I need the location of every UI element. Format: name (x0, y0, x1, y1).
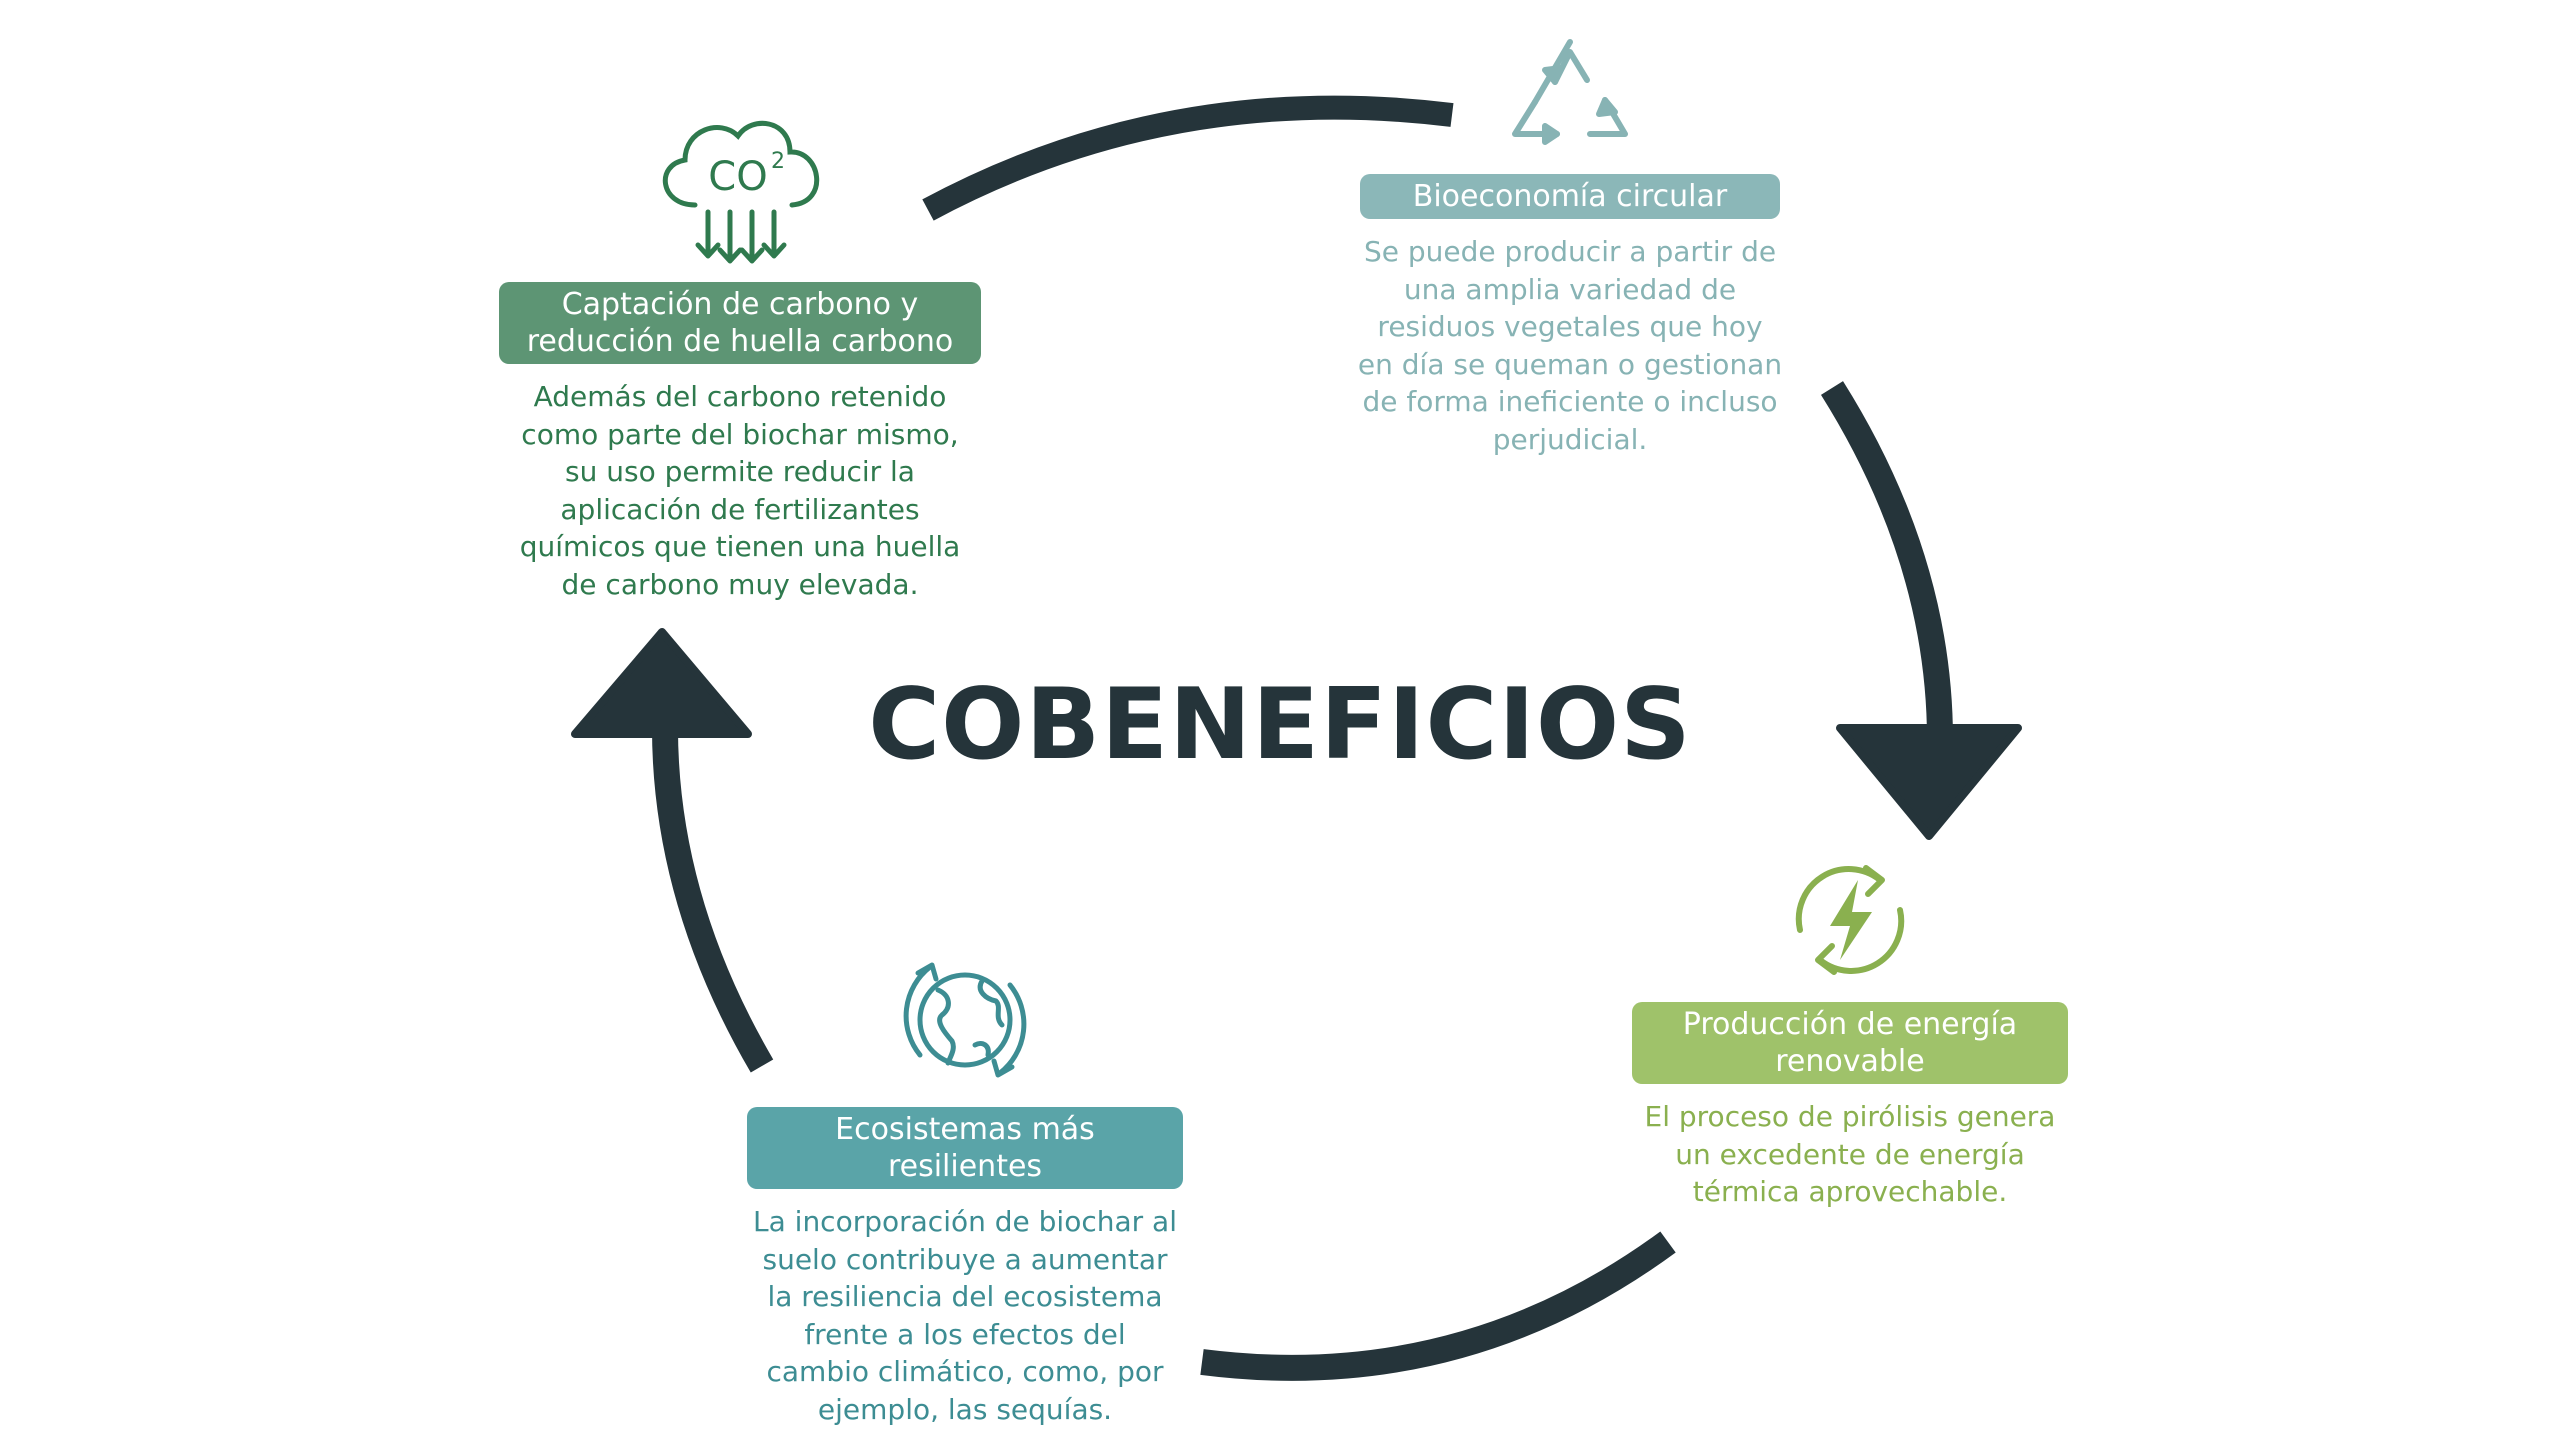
node-description-carbon: Además del carbono retenido como parte d… (519, 380, 961, 601)
node-renewable-energy: Producción de energía renovable El proce… (1600, 850, 2100, 1211)
renewable-energy-icon (1795, 865, 1905, 975)
arc-top (922, 95, 1454, 221)
node-bioeconomy: Bioeconomía circular Se puede producir a… (1330, 22, 1810, 458)
node-carbon-capture: CO 2 Captación de carbono y reducción de… (470, 110, 1010, 603)
node-description-bioeconomy: Se puede producir a partir de una amplia… (1357, 235, 1783, 456)
arc-right (1820, 381, 1953, 741)
arc-bottom (1200, 1231, 1676, 1381)
node-label-carbon: Captación de carbono y reducción de huel… (499, 282, 981, 364)
node-label-bioeconomy: Bioeconomía circular (1360, 174, 1780, 219)
co2-cloud-icon: CO 2 (662, 120, 820, 264)
arc-left (652, 727, 774, 1073)
globe-cycle-icon (903, 962, 1027, 1078)
arrowhead-up (571, 628, 752, 738)
recycle-icon (1512, 39, 1628, 145)
node-label-ecosystem: Ecosistemas más resilientes (747, 1107, 1183, 1189)
co2-text: CO (708, 154, 767, 200)
node-resilient-ecosystems: Ecosistemas más resilientes La incorpora… (720, 945, 1210, 1428)
node-description-ecosystem: La incorporación de biochar al suelo con… (753, 1205, 1177, 1426)
arrowhead-down (1836, 724, 2022, 840)
node-label-energy: Producción de energía renovable (1632, 1002, 2068, 1084)
co2-superscript: 2 (771, 149, 785, 174)
node-description-energy: El proceso de pirólisis genera un excede… (1644, 1100, 2056, 1208)
diagram-title: COBENEFICIOS (868, 668, 1692, 782)
